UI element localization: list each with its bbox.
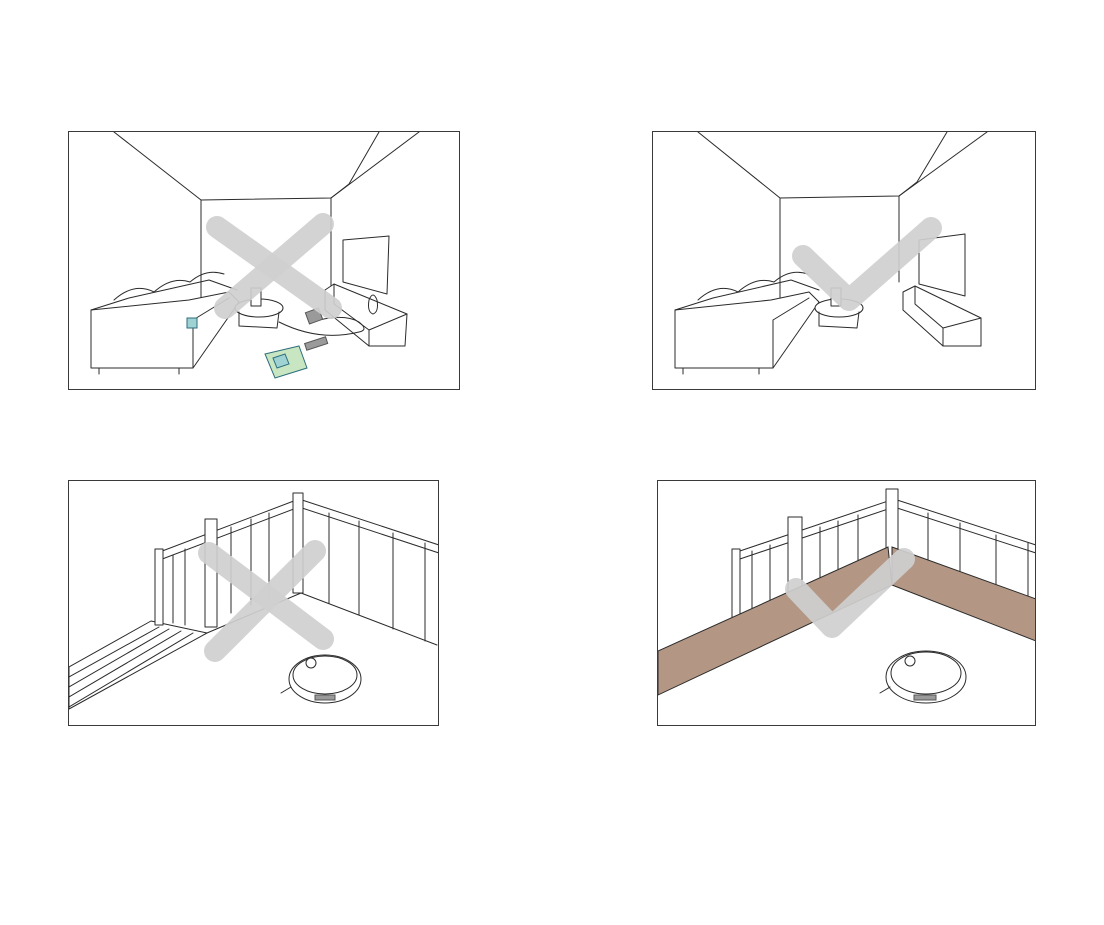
- blocked-stair-edge-illustration: [657, 480, 1036, 726]
- shoe-icon: [305, 337, 328, 350]
- cluttered-room-illustration: [68, 131, 460, 390]
- robot-vacuum-icon: [281, 655, 361, 703]
- open-stair-edge-drawing: [69, 481, 439, 726]
- cross-icon: [209, 551, 323, 651]
- open-stair-edge-illustration: [68, 480, 439, 726]
- cross-icon: [217, 224, 331, 308]
- toy-block-icon: [187, 318, 197, 328]
- robot-vacuum-icon: [880, 651, 966, 703]
- tidy-room-illustration: [652, 131, 1036, 390]
- blocked-stair-edge-drawing: [658, 481, 1036, 726]
- cluttered-room-drawing: [69, 132, 460, 390]
- tidy-room-drawing: [653, 132, 1036, 390]
